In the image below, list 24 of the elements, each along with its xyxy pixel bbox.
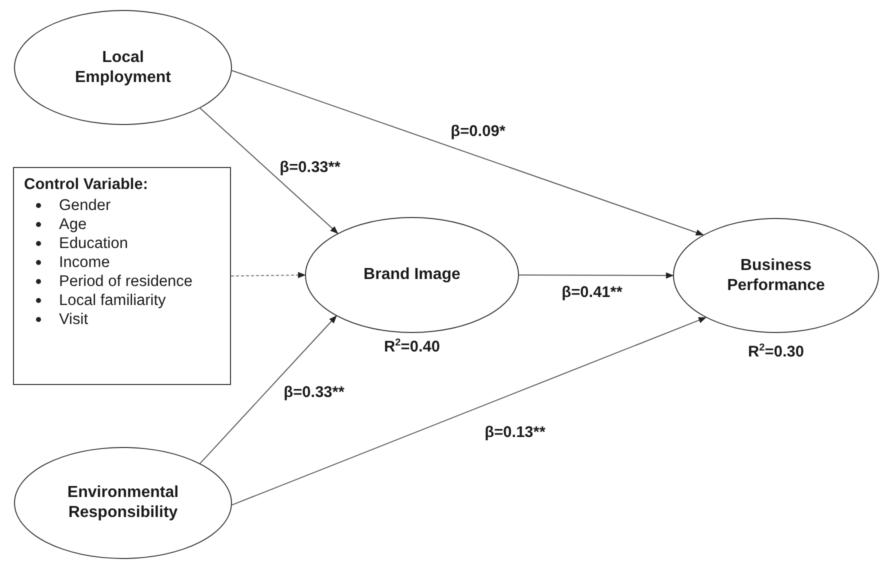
construct-label: Environmental Responsibility xyxy=(66,483,180,523)
arrow xyxy=(518,272,674,279)
edge-label: β=0.33** xyxy=(282,384,346,402)
edge-label: β=0.09* xyxy=(448,123,508,141)
list-item: Local familiarity xyxy=(59,291,166,310)
construct-label: Local Employment xyxy=(74,48,172,88)
control-variable-box xyxy=(13,167,231,385)
arrow xyxy=(231,317,706,506)
arrow xyxy=(200,108,338,234)
list-item: Age xyxy=(59,215,87,234)
arrow xyxy=(231,70,704,236)
list-item: Gender xyxy=(59,196,111,215)
edge-label: β=0.33** xyxy=(278,159,342,177)
list-item: Visit xyxy=(59,310,88,329)
construct-label: Brand Image xyxy=(364,265,460,285)
list-item: Period of residence xyxy=(59,272,193,291)
box-heading: Control Variable: xyxy=(24,176,148,194)
construct-label: Business Performance xyxy=(726,256,826,296)
edge-label: β=0.41** xyxy=(560,284,624,302)
edge-label: β=0.13** xyxy=(482,424,548,442)
list-item: Education xyxy=(59,234,128,253)
dashed-arrow xyxy=(230,272,306,278)
arrow xyxy=(200,315,337,464)
list-item: Income xyxy=(59,253,110,272)
